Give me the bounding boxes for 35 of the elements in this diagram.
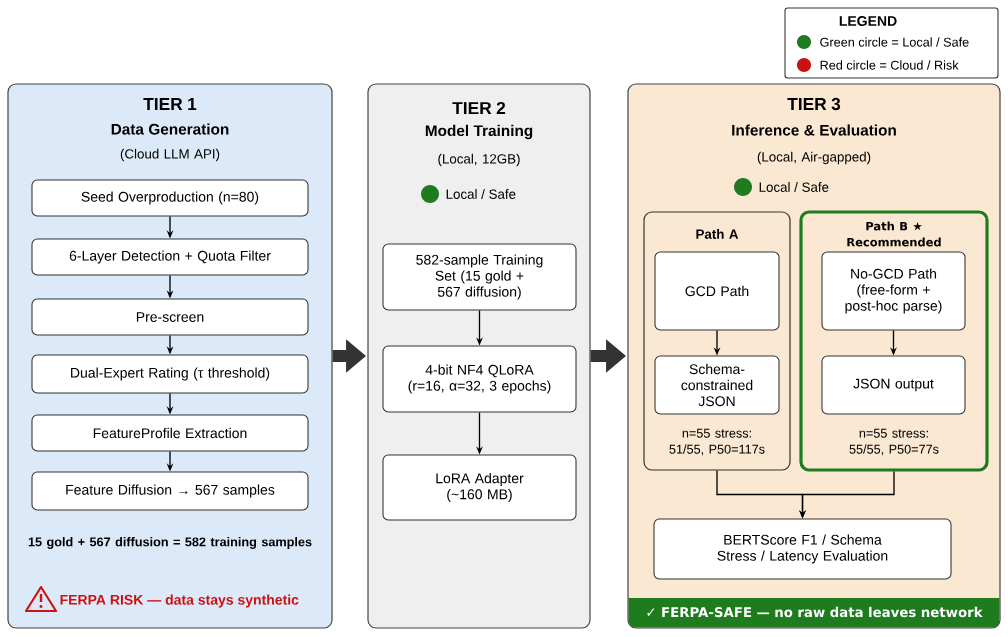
process-box: Dual-Expert Rating (τ threshold) bbox=[31, 354, 309, 394]
panel-title: TIER 2 bbox=[452, 101, 506, 115]
process-box: No-GCD Path (free-form + post-hoc parse) bbox=[821, 251, 966, 331]
panel-subtitle: Model Training bbox=[425, 124, 533, 140]
process-box: 582-sample Training Set (15 gold + 567 diffusion) bbox=[382, 243, 577, 311]
status-text: Local / Safe bbox=[759, 182, 829, 192]
process-box: Pre-screen bbox=[31, 298, 309, 336]
path-heading: Path A bbox=[696, 229, 739, 239]
process-box: Seed Overproduction (n=80) bbox=[31, 179, 309, 217]
process-box: JSON output bbox=[821, 355, 966, 415]
panel-note: (Local, Air-gapped) bbox=[757, 151, 871, 165]
panel-title: TIER 1 bbox=[143, 98, 197, 110]
stress-result: n=55 stress: 55/55, P50=77s bbox=[849, 428, 939, 456]
status-text: Local / Safe bbox=[446, 189, 516, 199]
panel-note: (Cloud LLM API) bbox=[120, 148, 220, 162]
legend-text: Green circle = Local / Safe bbox=[820, 37, 969, 47]
legend-text: Red circle = Cloud / Risk bbox=[820, 60, 959, 70]
process-box: BERTScore F1 / Schema Stress / Latency Evaluation bbox=[653, 518, 952, 580]
process-box: Feature Diffusion → 567 samples bbox=[31, 471, 309, 511]
panel-note: (Local, 12GB) bbox=[438, 153, 520, 167]
panel-subtitle: Inference & Evaluation bbox=[732, 124, 896, 136]
stress-result: n=55 stress: 51/55, P50=117s bbox=[669, 428, 765, 456]
panel-title: TIER 3 bbox=[787, 97, 841, 111]
path-heading: Path B ★ Recommended bbox=[847, 221, 941, 247]
process-box: 6-Layer Detection + Quota Filter bbox=[31, 238, 309, 276]
process-box: LoRA Adapter (~160 MB) bbox=[382, 454, 577, 521]
process-box: GCD Path bbox=[654, 251, 780, 331]
panel-subtitle: Data Generation bbox=[111, 123, 229, 135]
process-box: 4-bit NF4 QLoRA (r=16, α=32, 3 epochs) bbox=[382, 345, 577, 413]
process-box: FeatureProfile Extraction bbox=[31, 414, 309, 452]
process-box: Schema-constrained JSON bbox=[654, 355, 780, 415]
footer-text: ✓ FERPA-SAFE — no raw data leaves network bbox=[647, 606, 983, 618]
legend-title: LEGEND bbox=[839, 16, 897, 26]
risk-text: FERPA RISK — data stays synthetic bbox=[60, 594, 299, 608]
summary-text: 15 gold + 567 diffusion = 582 training samples bbox=[28, 537, 312, 549]
